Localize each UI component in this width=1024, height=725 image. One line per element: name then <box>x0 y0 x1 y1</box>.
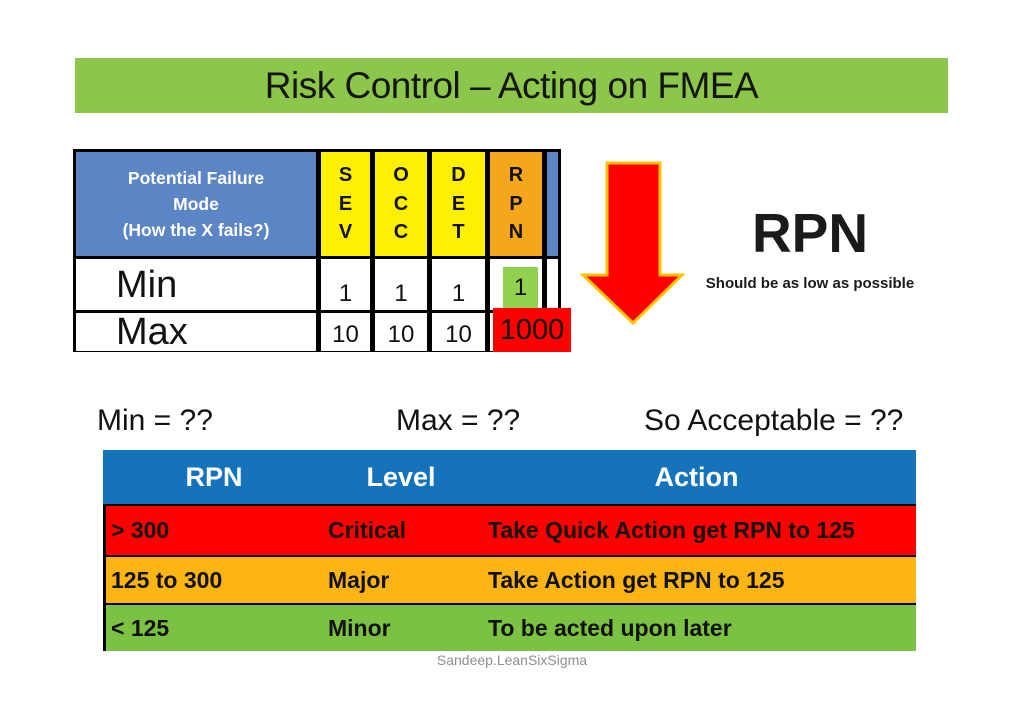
fmea-min-sev: 1 <box>321 259 370 310</box>
rpn-callout: RPN Should be as low as possible <box>690 202 930 293</box>
fmea-max-occ: 10 <box>375 313 427 351</box>
footer-credit: Sandeep.LeanSixSigma <box>436 652 588 668</box>
fmea-min-occ: 1 <box>375 259 427 310</box>
action-level-value: Major <box>328 566 390 593</box>
question-acceptable: So Acceptable = ?? <box>644 404 904 437</box>
action-rpn-value: 125 to 300 <box>111 566 223 593</box>
action-action-value: Take Quick Action get RPN to 125 <box>488 517 855 543</box>
rpn-callout-subheading: Should be as low as possible <box>705 275 915 292</box>
down-arrow-shape <box>579 161 686 326</box>
fmea-header-sev: S E V <box>321 152 370 256</box>
action-level-value: Critical <box>328 517 406 543</box>
fmea-min-rpn-highlight: 1 <box>503 267 538 308</box>
action-action-value: Take Action get RPN to 125 <box>488 566 785 593</box>
question-max: Max = ?? <box>396 404 521 437</box>
fmea-min-spacer <box>547 259 558 310</box>
fmea-header-rpn: R P N <box>490 152 542 256</box>
question-min: Min = ?? <box>97 404 213 437</box>
fmea-header-failure-mode: Potential Failure Mode (How the X fails?… <box>76 152 316 256</box>
action-table-header: RPN Level Action <box>103 450 916 504</box>
fmea-header-occ: O C C <box>375 152 427 256</box>
action-level-value: Minor <box>328 614 391 641</box>
action-header-level: Level <box>366 461 436 492</box>
action-action-value: To be acted upon later <box>488 614 732 641</box>
action-row-major: 125 to 300 Major Take Action get RPN to … <box>103 555 916 603</box>
down-arrow-icon <box>575 155 690 330</box>
action-header-rpn: RPN <box>185 461 243 492</box>
fmea-header-spacer <box>547 152 558 256</box>
fmea-max-sev: 10 <box>321 313 370 351</box>
action-row-critical: > 300 Critical Take Quick Action get RPN… <box>103 504 916 555</box>
slide-title: Risk Control – Acting on FMEA <box>264 64 759 106</box>
action-row-minor: < 125 Minor To be acted upon later <box>103 603 916 651</box>
fmea-table: Potential Failure Mode (How the X fails?… <box>73 149 571 352</box>
rpn-action-table: RPN Level Action > 300 Critical Take Qui… <box>103 450 916 651</box>
fmea-min-label: Min <box>76 259 316 310</box>
fmea-min-det: 1 <box>432 259 485 310</box>
rpn-callout-heading: RPN <box>751 202 869 264</box>
action-rpn-value: < 125 <box>111 614 170 641</box>
fmea-max-det: 10 <box>432 313 485 351</box>
action-header-action: Action <box>654 461 739 492</box>
action-rpn-value: > 300 <box>111 517 170 543</box>
slide-title-bar: Risk Control – Acting on FMEA <box>75 58 948 113</box>
fmea-max-rpn-highlight: 1000 <box>493 308 571 352</box>
fmea-header-det: D E T <box>432 152 485 256</box>
fmea-max-label: Max <box>76 313 316 351</box>
